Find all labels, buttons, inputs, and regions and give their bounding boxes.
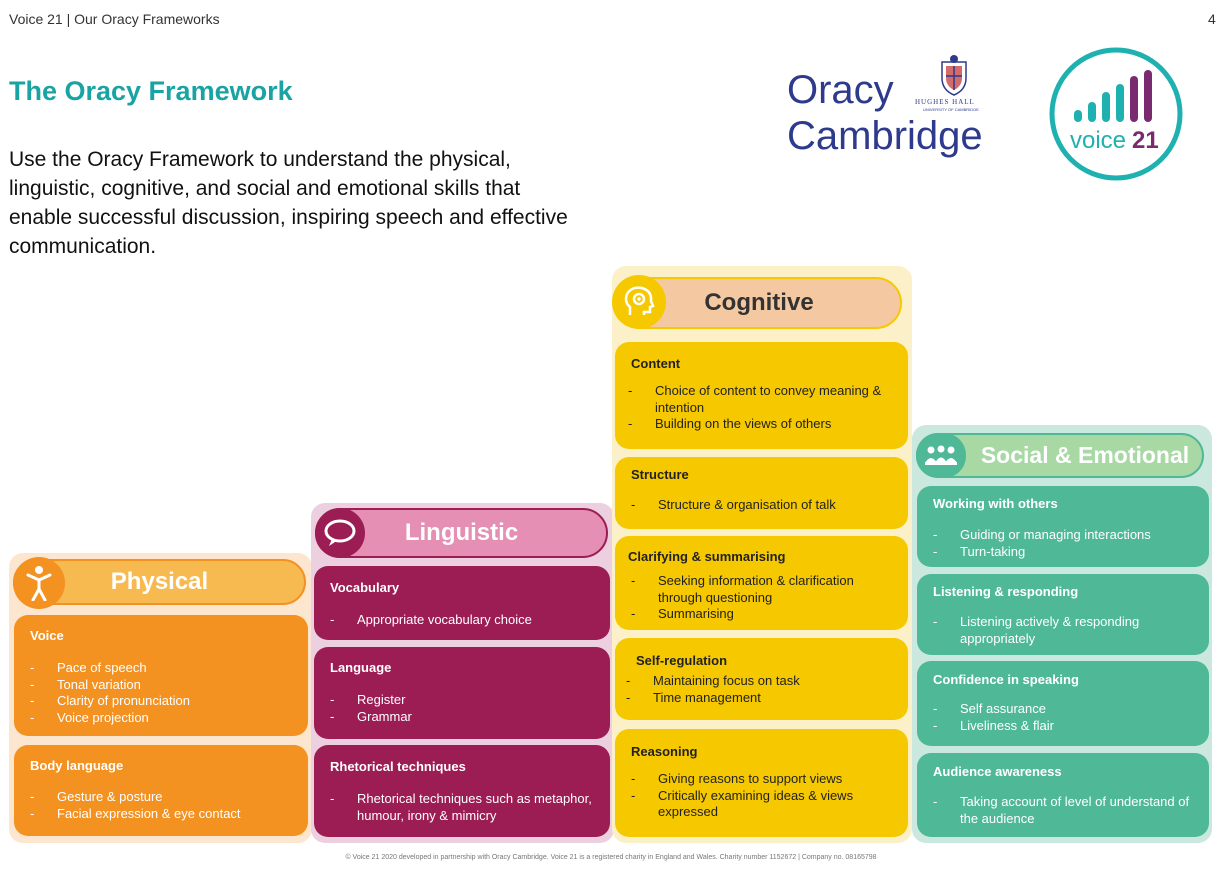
oracy-cambridge-logo: Oracy Cambridge HUGHES HALL UNIVERSITY O… [787,55,1027,168]
list-item: Voice projection [30,710,300,727]
cognitive-column: Cognitive Content Choice of content to c… [612,266,912,843]
list-item: Giving reasons to support views [631,771,900,788]
card-title: Listening & responding [933,584,1079,599]
document-header: Voice 21 | Our Oracy Frameworks [9,11,220,27]
card-title: Self-regulation [636,653,728,668]
card-content: Content Choice of content to convey mean… [615,342,908,449]
voice21-logo-number: 21 [1132,127,1159,154]
card-title: Working with others [933,496,1058,511]
list-item: Taking account of level of understand of… [933,794,1201,827]
card-title: Rhetorical techniques [330,759,466,774]
oracy-logo-line1: Oracy [787,68,894,112]
list-item: Choice of content to convey meaning & in… [628,383,900,416]
list-item: Time management [626,690,900,707]
head-gear-icon [612,275,666,329]
list-item: Register [330,692,602,709]
list-item: Critically examining ideas & views expre… [631,788,900,821]
card-listening-responding: Listening & responding Listening activel… [917,574,1209,655]
social-emotional-column: Social & Emotional Working with others G… [912,425,1212,843]
voice21-logo-word: voice [1070,127,1126,154]
speech-bubble-icon [315,508,365,558]
list-item: Maintaining focus on task [626,673,900,690]
card-title: Reasoning [631,744,698,759]
list-item: Gesture & posture [30,789,300,806]
linguistic-column: Linguistic Vocabulary Appropriate vocabu… [311,503,614,843]
card-title: Clarifying & summarising [628,549,786,564]
card-title: Language [330,660,392,675]
card-voice: Voice Pace of speech Tonal variation Cla… [14,615,308,736]
hughes-hall-subtext: UNIVERSITY OF CAMBRIDGE [923,107,979,112]
list-item: Appropriate vocabulary choice [330,612,602,629]
card-title: Confidence in speaking [933,672,1079,687]
card-vocabulary: Vocabulary Appropriate vocabulary choice [314,566,610,640]
crest-icon [941,55,967,96]
card-structure: Structure Structure & organisation of ta… [615,457,908,529]
list-item: Pace of speech [30,660,300,677]
list-item: Guiding or managing interactions [933,527,1201,544]
card-reasoning: Reasoning Giving reasons to support view… [615,729,908,837]
card-confidence-in-speaking: Confidence in speaking Self assurance Li… [917,661,1209,746]
list-item: Listening actively & responding appropri… [933,614,1201,647]
card-title: Vocabulary [330,580,400,595]
list-item: Self assurance [933,701,1201,718]
page-number: 4 [1208,11,1216,27]
oracy-logo-line2: Cambridge [787,114,983,158]
list-item: Seeking information & clarification thro… [631,573,900,606]
card-language: Language Register Grammar [314,647,610,739]
card-clarifying-summarising: Clarifying & summarising Seeking informa… [615,536,908,630]
card-working-with-others: Working with others Guiding or managing … [917,486,1209,567]
list-item: Building on the views of others [628,416,900,433]
linguistic-label: Linguistic [404,519,519,546]
list-item: Structure & organisation of talk [631,497,900,514]
list-item: Rhetorical techniques such as metaphor, … [330,791,602,824]
list-item: Facial expression & eye contact [30,806,300,823]
card-title: Audience awareness [933,764,1062,779]
list-item: Tonal variation [30,677,300,694]
card-self-regulation: Self-regulation Maintaining focus on tas… [615,638,908,720]
card-title: Body language [30,758,124,773]
physical-header: Physical [13,559,306,605]
voice21-logo: voice 21 [1049,47,1183,181]
cognitive-label: Cognitive [704,289,814,316]
intro-paragraph: Use the Oracy Framework to understand th… [9,148,568,258]
group-icon [916,433,966,478]
social-emotional-label: Social & Emotional [980,442,1190,468]
list-item: Summarising [631,606,900,623]
card-title: Content [631,356,681,371]
card-body-language: Body language Gesture & posture Facial e… [14,745,308,836]
card-audience-awareness: Audience awareness Taking account of lev… [917,753,1209,837]
physical-column: Physical Voice Pace of speech Tonal vari… [9,553,312,843]
card-title: Structure [631,467,689,482]
physical-label: Physical [110,568,209,595]
list-item: Liveliness & flair [933,718,1201,735]
hughes-hall-text: HUGHES HALL [915,98,975,106]
page-title: The Oracy Framework [9,76,293,106]
list-item: Turn-taking [933,544,1201,561]
person-icon [13,557,65,609]
footer-copyright: © Voice 21 2020 developed in partnership… [345,854,877,861]
list-item: Grammar [330,709,602,726]
linguistic-header: Linguistic [315,508,608,558]
card-title: Voice [30,628,64,643]
card-rhetorical-techniques: Rhetorical techniques Rhetorical techniq… [314,745,610,837]
list-item: Clarity of pronunciation [30,693,300,710]
